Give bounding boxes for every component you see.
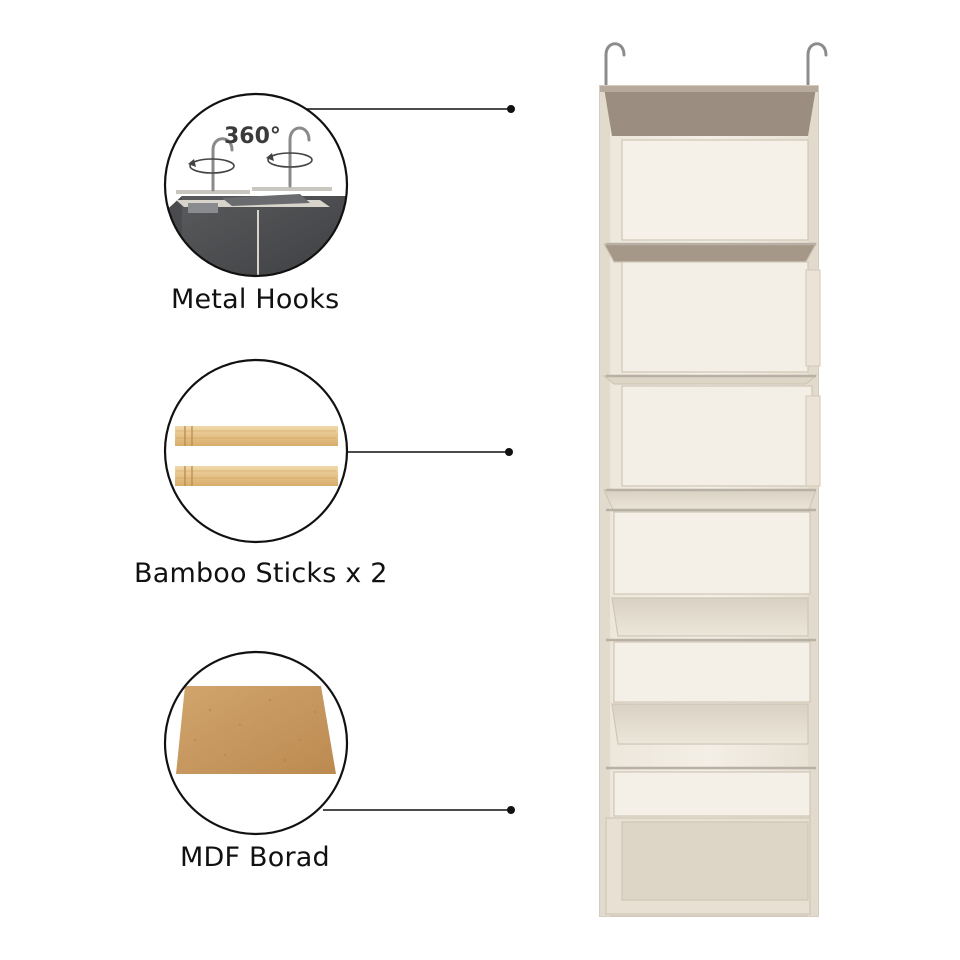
bamboo-sticks-detail — [163, 358, 349, 544]
bamboo-sticks-label: Bamboo Sticks x 2 — [134, 558, 388, 589]
metal-hooks-detail: 360° — [163, 92, 349, 278]
hook-icon — [211, 126, 311, 192]
mdf-board-detail — [163, 650, 349, 836]
rotation-badge: 360° — [224, 124, 281, 149]
callout-line-sticks — [347, 448, 513, 456]
metal-hooks-label: Metal Hooks — [171, 284, 340, 315]
callout-line-hooks — [305, 105, 515, 113]
mdf-board-icon — [176, 686, 336, 774]
callout-line-board — [323, 806, 515, 814]
hanging-organizer-image — [599, 42, 828, 917]
mdf-board-label: MDF Borad — [180, 842, 330, 873]
bamboo-stick-icon — [175, 426, 338, 486]
